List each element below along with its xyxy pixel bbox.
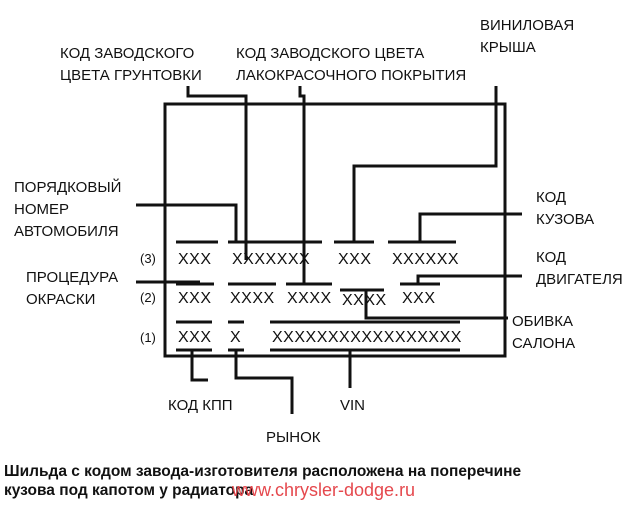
- label-vinyl-roof: ВИНИЛОВАЯ КРЫША: [480, 17, 578, 56]
- code-field: XXXX: [230, 290, 275, 307]
- leader-market: [234, 350, 294, 414]
- code-field: XXXX: [287, 290, 332, 307]
- row-1: (1) XXX X XXXXXXXXXXXXXXXXX: [140, 329, 462, 346]
- code-field: XXX: [178, 329, 212, 346]
- row-number: (1): [140, 330, 156, 345]
- label-body-code: КОД КУЗОВА: [536, 189, 594, 228]
- code-field: XXXX: [342, 292, 387, 309]
- row-2-bars: [176, 282, 440, 292]
- row-1-bars: [176, 320, 460, 352]
- row-number: (3): [140, 251, 156, 266]
- leader-engine-code: [416, 274, 522, 284]
- watermark: www.chrysler-dodge.ru: [232, 480, 416, 500]
- code-field: XXX: [338, 251, 372, 268]
- label-primer-code: КОД ЗАВОДСКОГО ЦВЕТА ГРУНТОВКИ: [60, 45, 202, 84]
- plate-diagram: (3) XXX XXXXXXX XXX XXXXXX (2) XXX XXXX …: [14, 17, 623, 446]
- row-3: (3) XXX XXXXXXX XXX XXXXXX: [140, 251, 459, 268]
- caption-line-1: Шильда с кодом завода-изготовителя распо…: [4, 463, 522, 480]
- label-upholstery: ОБИВКА САЛОНА: [512, 313, 577, 352]
- label-paint-code: КОД ЗАВОДСКОГО ЦВЕТА ЛАКОКРАСОЧНОГО ПОКР…: [236, 45, 466, 84]
- leader-seq-number: [136, 203, 238, 242]
- label-paint-procedure: ПРОЦЕДУРА ОКРАСКИ: [26, 269, 122, 308]
- leader-primer-code: [186, 86, 248, 260]
- leader-paint-code: [298, 86, 306, 284]
- row-number: (2): [140, 290, 156, 305]
- code-field: XXXXXXXXXXXXXXXXX: [272, 329, 462, 346]
- code-field: XXXXXXX: [232, 251, 310, 268]
- leader-vinyl-roof: [352, 86, 498, 242]
- label-seq-number: ПОРЯДКОВЫЙ НОМЕР АВТОМОБИЛЯ: [14, 178, 126, 240]
- plate-outline: [163, 102, 507, 358]
- leader-upholstery: [364, 290, 508, 320]
- leader-gearbox-code: [190, 350, 208, 382]
- label-gearbox-code: КОД КПП: [168, 397, 233, 414]
- label-engine-code: КОД ДВИГАТЕЛЯ: [536, 249, 623, 288]
- label-vin: VIN: [340, 397, 365, 414]
- label-market: РЫНОК: [266, 429, 321, 446]
- caption-line-2: кузова под капотом у радиатора: [4, 482, 254, 499]
- code-field: X: [230, 329, 241, 346]
- caption: Шильда с кодом завода-изготовителя распо…: [4, 462, 636, 500]
- row-2: (2) XXX XXXX XXXX XXXX XXX: [140, 290, 436, 309]
- code-field: XXX: [178, 290, 212, 307]
- leader-body-code: [418, 212, 522, 242]
- code-field: XXX: [178, 251, 212, 268]
- code-field: XXXXXX: [392, 251, 459, 268]
- code-field: XXX: [402, 290, 436, 307]
